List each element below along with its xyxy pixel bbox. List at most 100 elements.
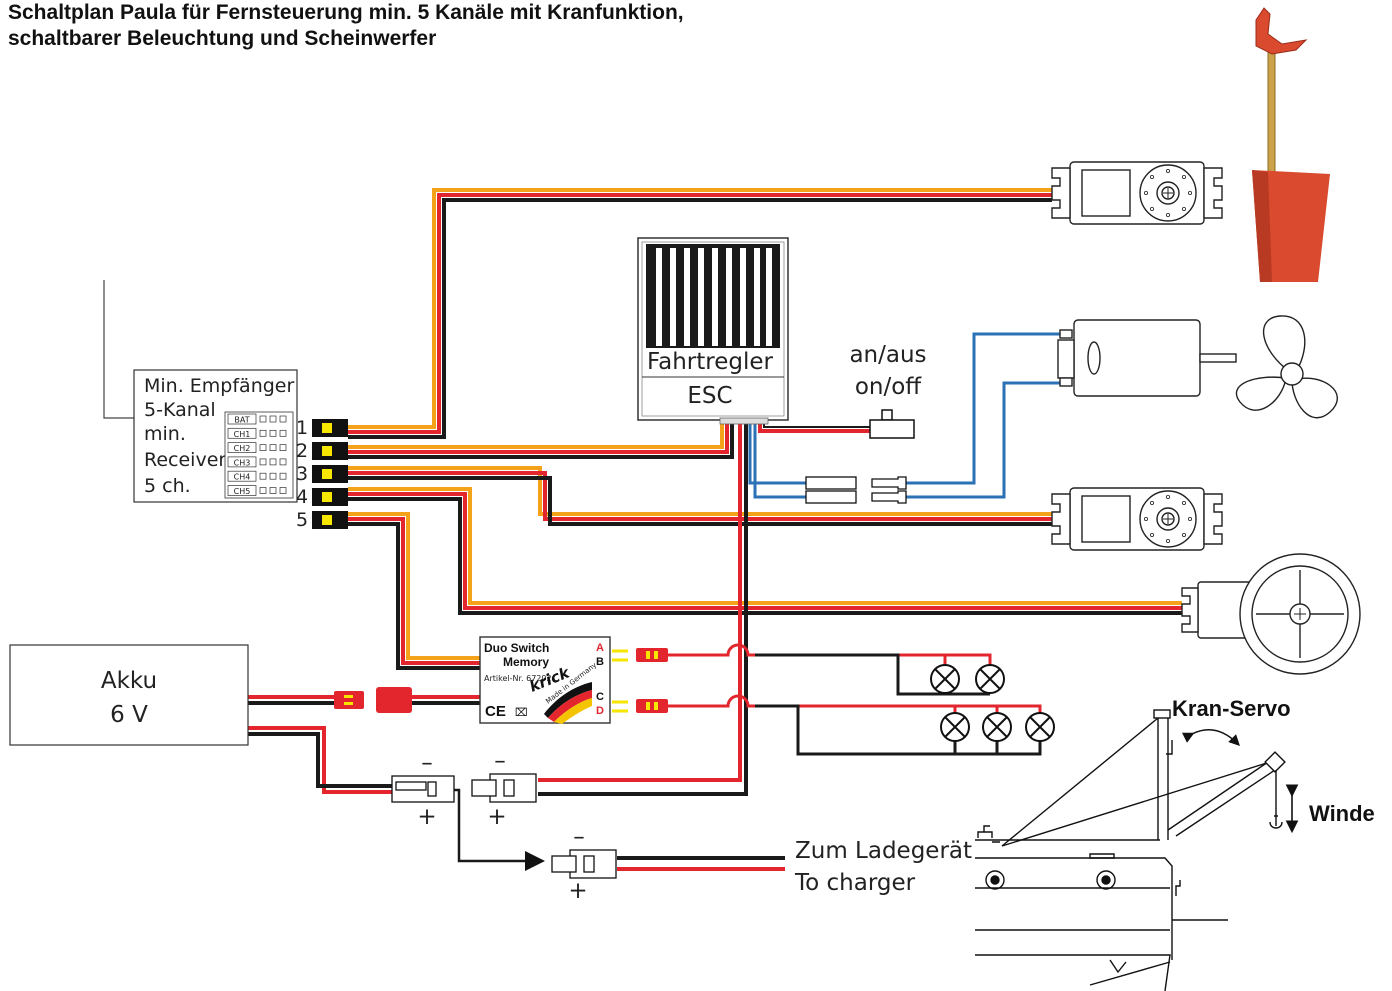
battery-text-2: 6 V — [110, 702, 148, 728]
receiver-pin-row: CH1 — [227, 427, 287, 439]
flag-de-icon — [544, 682, 592, 724]
receiver-pin-row: CH5 — [227, 485, 287, 496]
esc-text-2: ESC — [687, 383, 732, 409]
wire-ch4-winch — [348, 487, 1182, 615]
wire-battery — [248, 695, 482, 794]
channel-number: 5 — [296, 509, 308, 531]
switch-text-1: an/aus — [849, 342, 926, 368]
winch-servo — [1181, 553, 1361, 675]
channel-number: 1 — [296, 417, 308, 439]
duo-switch-text-1: Duo Switch — [484, 641, 549, 655]
channel-connector: 3 — [296, 463, 348, 485]
boat-crane-illustration — [975, 709, 1286, 991]
channel-number: 2 — [296, 440, 308, 462]
motor — [1057, 319, 1237, 397]
lamp-icon — [975, 664, 1005, 694]
battery-plug — [334, 687, 412, 713]
channel-number: 4 — [296, 486, 308, 508]
propeller-icon — [1235, 315, 1338, 419]
receiver-text-5: 5 ch. — [144, 475, 191, 497]
wire-ch3-crane-servo — [348, 466, 1052, 526]
rudder-servo — [1051, 161, 1223, 225]
port-d: D — [596, 705, 604, 717]
crane-servo-label: Kran-Servo — [1172, 696, 1291, 721]
title-line-2: schaltbarer Beleuchtung und Scheinwerfer — [8, 27, 437, 50]
winch-label: Winde — [1309, 801, 1375, 826]
channel-connector: 2 — [296, 440, 348, 462]
wire-esc-switch — [758, 423, 872, 433]
connector-esc-side — [471, 773, 537, 803]
wire-esc-power — [538, 423, 748, 796]
receiver-pin-row: BAT — [227, 413, 287, 425]
channel-connector: 4 — [296, 486, 348, 508]
output-pins — [612, 649, 628, 713]
charger-text-1: Zum Ladegerät — [795, 838, 972, 864]
wire-to-charger — [617, 856, 785, 871]
lamp-icon — [982, 712, 1012, 742]
crane-servo-arrow — [1181, 729, 1240, 746]
battery: Akku 6 V — [9, 644, 249, 746]
wire-group — [248, 188, 1182, 871]
wire-esc-motor — [748, 332, 1060, 499]
wire-ch2-esc — [348, 423, 734, 459]
on-off-switch: an/aus on/off — [849, 342, 927, 439]
receiver-pin-label: CH3 — [234, 458, 251, 467]
wire-ch1-rudder-servo — [348, 188, 1052, 439]
lamp-icon — [1025, 712, 1055, 742]
charger-text-2: To charger — [794, 870, 916, 896]
output-plugs — [636, 648, 668, 713]
polarity-minus-2: – — [494, 748, 506, 774]
channel-connector: 5 — [296, 509, 348, 531]
duo-switch: Duo Switch Memory Artikel-Nr. 67202 kric… — [479, 636, 668, 724]
battery-text-1: Akku — [101, 668, 157, 694]
duo-switch-article: Artikel-Nr. 67202 — [484, 674, 552, 683]
receiver-pin-label: BAT — [234, 416, 249, 425]
receiver-text-4: Receiver — [144, 449, 226, 471]
esc-heatsink — [646, 244, 780, 348]
esc-text-1: Fahrtregler — [647, 349, 774, 375]
receiver-pin-label: CH2 — [234, 444, 251, 453]
receiver-antenna — [103, 280, 134, 419]
receiver-pin-label: CH4 — [234, 473, 251, 482]
receiver-text-1: Min. Empfänger — [144, 375, 294, 397]
wire-ch5-duo-switch — [348, 512, 482, 670]
crane-servo — [1051, 487, 1223, 551]
battery-box — [9, 644, 249, 746]
polarity-plus-3: + — [568, 878, 587, 904]
lamp-icon — [930, 664, 960, 694]
receiver-pin-row: CH3 — [227, 456, 287, 467]
receiver: Min. Empfänger 5-Kanal min. Receiver 5 c… — [103, 280, 348, 531]
channel-number: 3 — [296, 463, 308, 485]
receiver-pin-row: CH2 — [227, 442, 287, 453]
receiver-text-2: 5-Kanal — [144, 399, 216, 421]
channel-connectors: 1 2 3 4 5 — [296, 417, 348, 531]
port-a: A — [596, 642, 604, 654]
connector-charger — [551, 849, 617, 879]
lamps-group-2 — [940, 712, 1055, 742]
esc: Fahrtregler ESC — [637, 237, 789, 425]
weee-icon: ⌧ — [515, 706, 528, 719]
polarity-minus-3: – — [573, 824, 585, 850]
rudder-icon — [1252, 7, 1330, 282]
diagram-title: Schaltplan Paula für Fernsteuerung min. … — [8, 0, 684, 52]
lamp-icon — [940, 712, 970, 742]
motor-plugs — [805, 476, 907, 504]
receiver-text-3: min. — [144, 423, 186, 445]
channel-connector: 1 — [296, 417, 348, 439]
receiver-pin-row: CH4 — [227, 470, 287, 482]
receiver-pin-label: CH1 — [234, 430, 251, 439]
port-c: C — [596, 691, 604, 703]
duo-switch-box — [479, 636, 611, 724]
ce-mark: CE — [485, 703, 506, 720]
connector-battery-side — [391, 775, 455, 803]
wire-charger-branch — [454, 788, 545, 871]
polarity-minus-1: – — [421, 750, 433, 776]
polarity-plus-2: + — [487, 804, 506, 830]
switch-text-2: on/off — [855, 374, 922, 400]
title-line-1: Schaltplan Paula für Fernsteuerung min. … — [8, 1, 684, 24]
polarity-plus-1: + — [417, 804, 436, 830]
duo-switch-text-2: Memory — [503, 655, 549, 669]
port-b: B — [596, 656, 604, 668]
